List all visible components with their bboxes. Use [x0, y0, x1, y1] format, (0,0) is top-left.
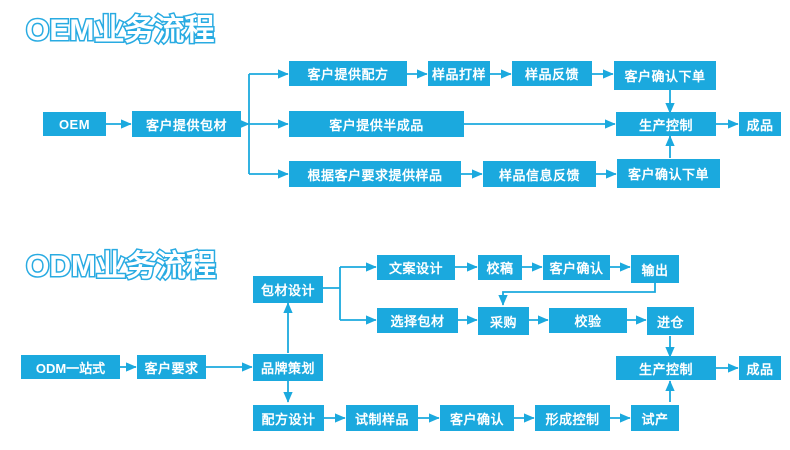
odm-node-requirement[interactable]: 客户要求 — [137, 355, 206, 379]
oem-node-branch3-sample[interactable]: 根据客户要求提供样品 — [289, 161, 461, 187]
oem-node-branch3-sample-feedback[interactable]: 样品信息反馈 — [483, 161, 596, 187]
odm-node-brand-planning[interactable]: 品牌策划 — [253, 354, 323, 381]
odm-node-trial-sample[interactable]: 试制样品 — [346, 405, 418, 431]
oem-node-branch1-confirm-order[interactable]: 客户确认下单 — [614, 61, 716, 90]
oem-node-branch3-confirm-order[interactable]: 客户确认下单 — [617, 159, 720, 188]
odm-node-purchase[interactable]: 采购 — [478, 307, 529, 335]
odm-node-trial-production[interactable]: 试产 — [631, 405, 679, 431]
oem-node-packaging[interactable]: 客户提供包材 — [132, 111, 241, 137]
odm-node-start[interactable]: ODM一站式 — [21, 355, 120, 379]
oem-node-branch1-sampling[interactable]: 样品打样 — [428, 61, 490, 86]
oem-node-branch1-formula[interactable]: 客户提供配方 — [289, 61, 407, 86]
oem-node-production-control[interactable]: 生产控制 — [616, 112, 716, 136]
odm-node-formula-design[interactable]: 配方设计 — [253, 405, 324, 431]
odm-node-confirm-bottom[interactable]: 客户确认 — [440, 405, 514, 431]
oem-node-finished-goods[interactable]: 成品 — [739, 112, 781, 136]
odm-section-title: ODM业务流程 — [25, 250, 218, 283]
odm-node-copy-design[interactable]: 文案设计 — [377, 255, 455, 280]
odm-node-confirm-top[interactable]: 客户确认 — [543, 255, 610, 280]
oem-section-title: OEM业务流程 — [24, 14, 215, 47]
odm-node-choose-package[interactable]: 选择包材 — [377, 308, 458, 333]
odm-node-proofread[interactable]: 校稿 — [478, 255, 522, 280]
odm-node-warehouse[interactable]: 进仓 — [647, 307, 694, 335]
oem-node-start[interactable]: OEM — [43, 112, 106, 136]
odm-node-output[interactable]: 输出 — [631, 255, 679, 283]
odm-node-package-design[interactable]: 包材设计 — [253, 276, 323, 303]
oem-node-branch2-semifinished[interactable]: 客户提供半成品 — [289, 111, 464, 137]
odm-node-finished-goods[interactable]: 成品 — [739, 356, 781, 380]
oem-node-branch1-feedback[interactable]: 样品反馈 — [512, 61, 592, 86]
odm-node-form-control[interactable]: 形成控制 — [535, 405, 610, 431]
odm-node-production-control[interactable]: 生产控制 — [616, 356, 716, 380]
odm-node-inspect[interactable]: 校验 — [549, 308, 627, 333]
